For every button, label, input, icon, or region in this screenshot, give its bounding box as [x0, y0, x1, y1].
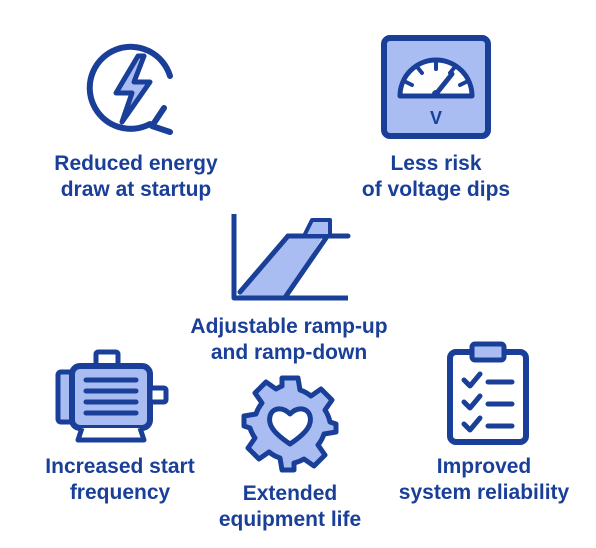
voltmeter-icon: V [380, 34, 492, 140]
ramp-graph-icon [226, 212, 352, 304]
feature-label-energy: Reduced energy draw at startup [36, 151, 236, 203]
feature-label-frequency: Increased start frequency [20, 454, 220, 506]
feature-voltage-line2: of voltage dips [361, 178, 511, 201]
voltmeter-letter: V [430, 108, 442, 128]
feature-energy-line1: Reduced energy [54, 152, 218, 175]
feature-voltage-line1: Less risk [390, 152, 482, 175]
feature-reliability-line1: Improved [436, 455, 532, 478]
gear-heart-icon [238, 372, 342, 476]
feature-equipment-line1: Extended [242, 482, 338, 505]
feature-ramp-line1: Adjustable ramp-up [190, 315, 388, 338]
feature-label-voltage: Less risk of voltage dips [336, 151, 536, 203]
feature-energy-line2: draw at startup [60, 178, 212, 201]
lightning-cycle-icon [78, 38, 188, 138]
feature-frequency-line1: Increased start [45, 455, 195, 478]
feature-frequency-line2: frequency [69, 481, 171, 504]
feature-ramp-line2: and ramp-down [210, 341, 368, 364]
feature-label-reliability: Improved system reliability [384, 454, 584, 506]
feature-reliability-line2: system reliability [398, 481, 570, 504]
feature-label-equipment: Extended equipment life [190, 481, 390, 533]
feature-label-ramp: Adjustable ramp-up and ramp-down [154, 314, 424, 366]
checklist-clipboard-icon [444, 340, 532, 446]
motor-icon [52, 346, 174, 446]
feature-equipment-line2: equipment life [218, 508, 362, 531]
